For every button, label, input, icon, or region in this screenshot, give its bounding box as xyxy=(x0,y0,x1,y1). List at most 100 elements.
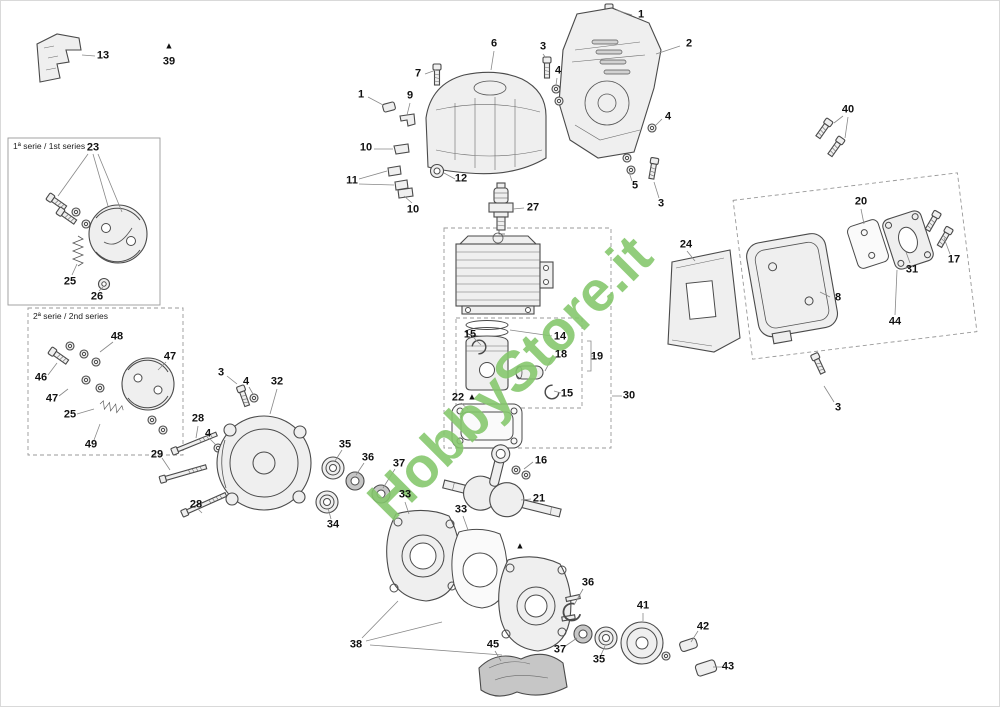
washer-4 xyxy=(647,123,657,133)
washer-26 xyxy=(97,277,111,291)
part-number-36: 36 xyxy=(581,576,595,589)
part-number-5: 5 xyxy=(631,179,639,192)
part-number-34: 34 xyxy=(326,518,340,531)
bearing-35 xyxy=(594,626,618,650)
part-number-3: 3 xyxy=(657,197,665,210)
part-41-clutch-drum xyxy=(620,621,664,665)
part-number-15: 15 xyxy=(463,328,477,341)
part-8-muffler xyxy=(746,233,839,345)
part-2-starter-cover xyxy=(558,7,662,159)
part-number-48: 48 xyxy=(110,330,124,343)
part-number-22: 22 xyxy=(451,391,465,404)
triangle-marker: ▲ xyxy=(467,391,477,402)
part-number-24: 24 xyxy=(679,238,693,251)
screw-7 xyxy=(432,63,442,86)
part-31-flange xyxy=(882,210,934,270)
part-21-crankshaft xyxy=(442,444,562,518)
part-number-18: 18 xyxy=(554,348,568,361)
muffler-kit-box xyxy=(732,172,978,360)
washer-16 xyxy=(521,470,531,480)
part-number-1: 1 xyxy=(357,88,365,101)
seal-36 xyxy=(345,471,365,491)
part-number-14: 14 xyxy=(553,330,567,343)
clip-11 xyxy=(387,165,402,177)
part-45-guard xyxy=(478,653,568,697)
part-number-3: 3 xyxy=(217,366,225,379)
part-number-4: 4 xyxy=(554,64,562,77)
part-24-bracket xyxy=(667,249,741,353)
screw-3-right xyxy=(646,156,660,180)
part-number-12: 12 xyxy=(454,172,468,185)
part-number-4: 4 xyxy=(242,375,250,388)
screw-3-top xyxy=(542,56,552,79)
washer-5 xyxy=(626,165,636,175)
part-number-19: 19 xyxy=(590,350,604,363)
part-43-clip xyxy=(694,659,718,677)
part-number-40: 40 xyxy=(841,103,855,116)
part-number-42: 42 xyxy=(696,620,710,633)
part-number-8: 8 xyxy=(834,291,842,304)
part-33-crankcase-half xyxy=(386,509,460,602)
clip-10 xyxy=(397,187,414,199)
screw-3-left xyxy=(235,384,252,408)
part-number-41: 41 xyxy=(636,599,650,612)
piston-pin-18 xyxy=(515,365,544,380)
bearing-34 xyxy=(315,490,339,514)
bearing-35 xyxy=(321,456,345,480)
part-number-28: 28 xyxy=(189,498,203,511)
part-number-10: 10 xyxy=(359,141,373,154)
part-number-46: 46 xyxy=(34,371,48,384)
screw-3-muffler xyxy=(809,351,828,376)
leader-lines xyxy=(47,9,951,668)
part-number-37: 37 xyxy=(553,643,567,656)
series2-label: 2ª serie / 2nd series xyxy=(33,311,108,321)
part-number-25: 25 xyxy=(63,408,77,421)
part-number-38: 38 xyxy=(349,638,363,651)
part-22-gasket xyxy=(451,403,523,449)
part-number-20: 20 xyxy=(854,195,868,208)
clutch-assembly-series1 xyxy=(45,192,148,291)
washer xyxy=(661,651,671,661)
washer-48 xyxy=(91,357,101,367)
clip-10 xyxy=(393,143,410,155)
screw-40 xyxy=(814,117,834,141)
part-6-top-cover xyxy=(425,71,547,175)
part-number-37: 37 xyxy=(392,457,406,470)
screw-46 xyxy=(47,346,71,366)
seal-37 xyxy=(573,624,593,644)
series1-box xyxy=(7,137,161,306)
part-number-49: 49 xyxy=(84,438,98,451)
part-number-44: 44 xyxy=(888,315,902,328)
part-number-4: 4 xyxy=(204,427,212,440)
screw-28 xyxy=(180,490,228,518)
piston-assembly xyxy=(465,320,561,403)
spring-25 xyxy=(72,235,84,267)
series1-label: 1ª serie / 1st series xyxy=(13,141,86,151)
crankcase-half-right xyxy=(498,556,581,652)
cylinder xyxy=(455,232,554,315)
screw-17 xyxy=(923,209,943,233)
part-number-35: 35 xyxy=(338,438,352,451)
part-number-2: 2 xyxy=(685,37,693,50)
part-number-33: 33 xyxy=(454,503,468,516)
part-number-30: 30 xyxy=(622,389,636,402)
clip-11 xyxy=(394,179,409,191)
bracket-9 xyxy=(399,113,416,127)
washer-4 xyxy=(249,393,259,403)
seal-37 xyxy=(371,484,391,504)
part-number-3: 3 xyxy=(834,401,842,414)
triangle-marker: ▲ xyxy=(164,40,174,51)
part-number-26: 26 xyxy=(90,290,104,303)
part-number-1: 1 xyxy=(637,8,645,21)
part-number-32: 32 xyxy=(270,375,284,388)
part-number-10: 10 xyxy=(406,203,420,216)
part-number-47: 47 xyxy=(163,350,177,363)
part-20-gasket xyxy=(847,219,889,269)
spring-25 xyxy=(98,399,125,415)
part-number-3: 3 xyxy=(539,40,547,53)
part-number-16: 16 xyxy=(534,454,548,467)
part-13-bracket xyxy=(36,33,82,83)
part-number-7: 7 xyxy=(414,67,422,80)
